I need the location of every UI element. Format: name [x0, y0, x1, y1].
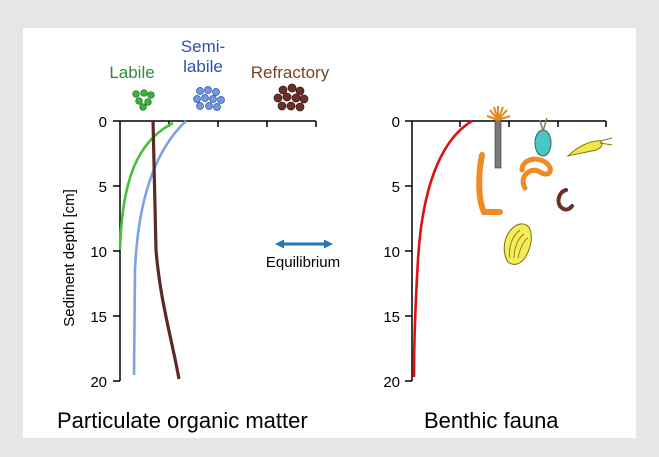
semi-labile-particles-icon — [193, 86, 225, 111]
fauna-curve — [412, 119, 473, 378]
bivalve-icon — [534, 117, 552, 157]
equilibrium-label: Equilibrium — [266, 254, 340, 271]
right-axis — [405, 120, 607, 382]
earthworm-icon — [519, 156, 553, 191]
right-ytick-10: 10 — [383, 244, 400, 261]
label-refractory: Refractory — [251, 63, 330, 82]
equilibrium-arrow-icon — [275, 239, 333, 249]
labile-particles-icon — [132, 89, 155, 111]
left-ytick-0: 0 — [99, 114, 107, 131]
left-caption: Particulate organic matter — [57, 408, 308, 433]
burrow-worm-icon — [476, 152, 503, 215]
left-ylabel: Sediment depth [cm] — [61, 189, 78, 327]
label-semi-labile-line1: Semi- — [181, 37, 225, 56]
left-ytick-20: 20 — [90, 374, 107, 391]
right-ytick-15: 15 — [383, 309, 400, 326]
right-ytick-20: 20 — [383, 374, 400, 391]
refractory-curve — [151, 119, 181, 380]
clam-icon — [503, 223, 532, 265]
left-ytick-15: 15 — [90, 309, 107, 326]
shrimp-icon — [566, 137, 613, 157]
left-ytick-10: 10 — [90, 244, 107, 261]
right-ytick-5: 5 — [392, 179, 400, 196]
left-axis — [113, 120, 317, 382]
right-caption: Benthic fauna — [424, 408, 559, 433]
polychaete-tube-worm-icon — [486, 106, 511, 169]
label-semi-labile-line2: labile — [183, 57, 223, 76]
small-worm-icon — [556, 188, 574, 212]
semi-labile-curve — [132, 120, 187, 376]
figure-panel — [23, 28, 636, 438]
refractory-particles-icon — [273, 83, 309, 112]
label-labile: Labile — [109, 63, 154, 82]
right-ytick-0: 0 — [392, 114, 400, 131]
left-ytick-5: 5 — [99, 179, 107, 196]
labile-curve — [118, 121, 174, 251]
